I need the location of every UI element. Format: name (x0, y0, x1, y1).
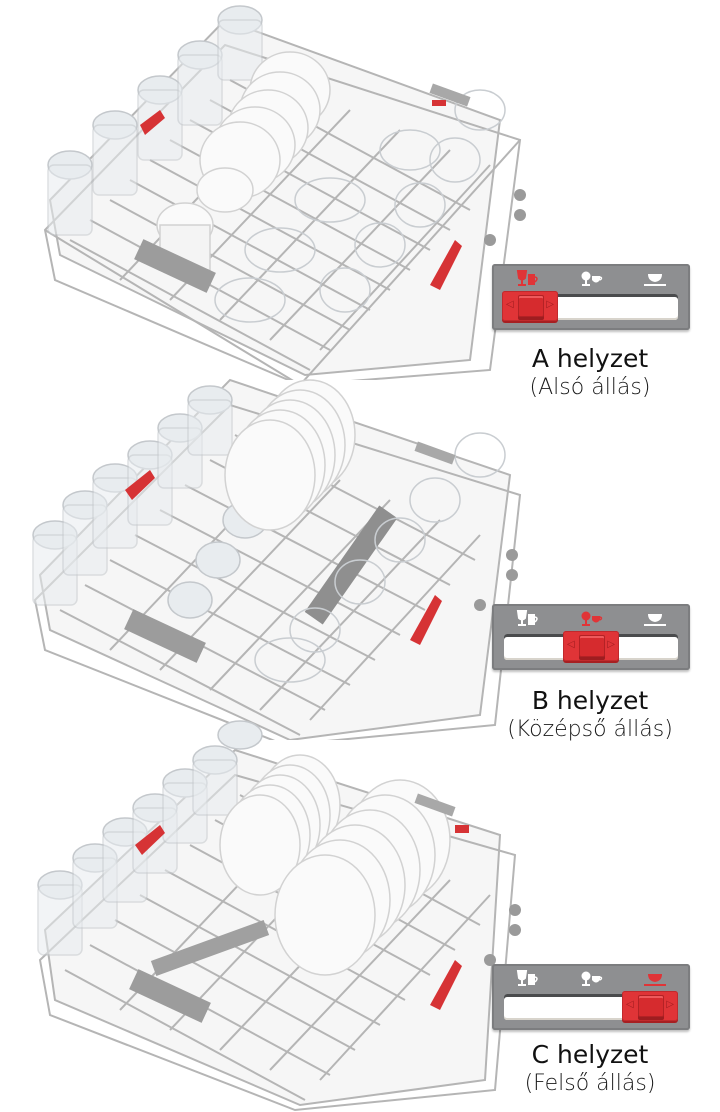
arrow-right-icon: ▷ (546, 299, 554, 310)
wineglass-and-mug-icon (516, 270, 538, 286)
position-title: B helyzet (531, 686, 649, 715)
dish-rack-c-image (37, 720, 521, 1112)
dish-rack-b-image (32, 378, 522, 740)
dish-rack-a-image (43, 5, 526, 380)
wineglass-and-mug-icon (516, 610, 538, 626)
position-title: C helyzet (531, 1040, 649, 1069)
arrow-left-icon: ◁ (567, 639, 575, 650)
arrow-left-icon: ◁ (506, 299, 514, 310)
rack-illustration-position-a (0, 0, 540, 380)
saucer-cup-icon (644, 614, 666, 626)
arrow-right-icon: ▷ (666, 999, 674, 1010)
position-slider-panel-b: ◁ ▷ (492, 604, 690, 670)
position-subtitle: (Középső állás) (507, 717, 673, 742)
arrow-right-icon: ▷ (607, 639, 615, 650)
wineglass-and-mug-icon (516, 970, 538, 986)
position-label-b: B helyzet (Középső állás) (480, 686, 700, 744)
wineglass-and-cup-icon (581, 611, 603, 626)
slider-knob-position-a: ◁ ▷ (502, 291, 558, 321)
saucer-cup-icon (644, 274, 666, 286)
position-label-a: A helyzet (Alsó állás) (480, 344, 700, 402)
rack-illustration-position-c (0, 720, 540, 1112)
position-slider-panel-c: ◁ ▷ (492, 964, 690, 1030)
saucer-cup-icon (644, 974, 666, 986)
position-label-c: C helyzet (Felső állás) (480, 1040, 700, 1098)
position-slider-panel-a: ◁ ▷ (492, 264, 690, 330)
position-title: A helyzet (531, 344, 649, 373)
position-subtitle: (Alsó állás) (529, 375, 651, 400)
arrow-left-icon: ◁ (626, 999, 634, 1010)
rack-illustration-position-b (0, 360, 540, 740)
slider-knob-position-b: ◁ ▷ (563, 631, 619, 661)
slider-knob-position-c: ◁ ▷ (622, 991, 678, 1021)
wineglass-and-cup-icon (581, 971, 603, 986)
position-subtitle: (Felső állás) (524, 1071, 656, 1096)
wineglass-and-cup-icon (581, 271, 603, 286)
